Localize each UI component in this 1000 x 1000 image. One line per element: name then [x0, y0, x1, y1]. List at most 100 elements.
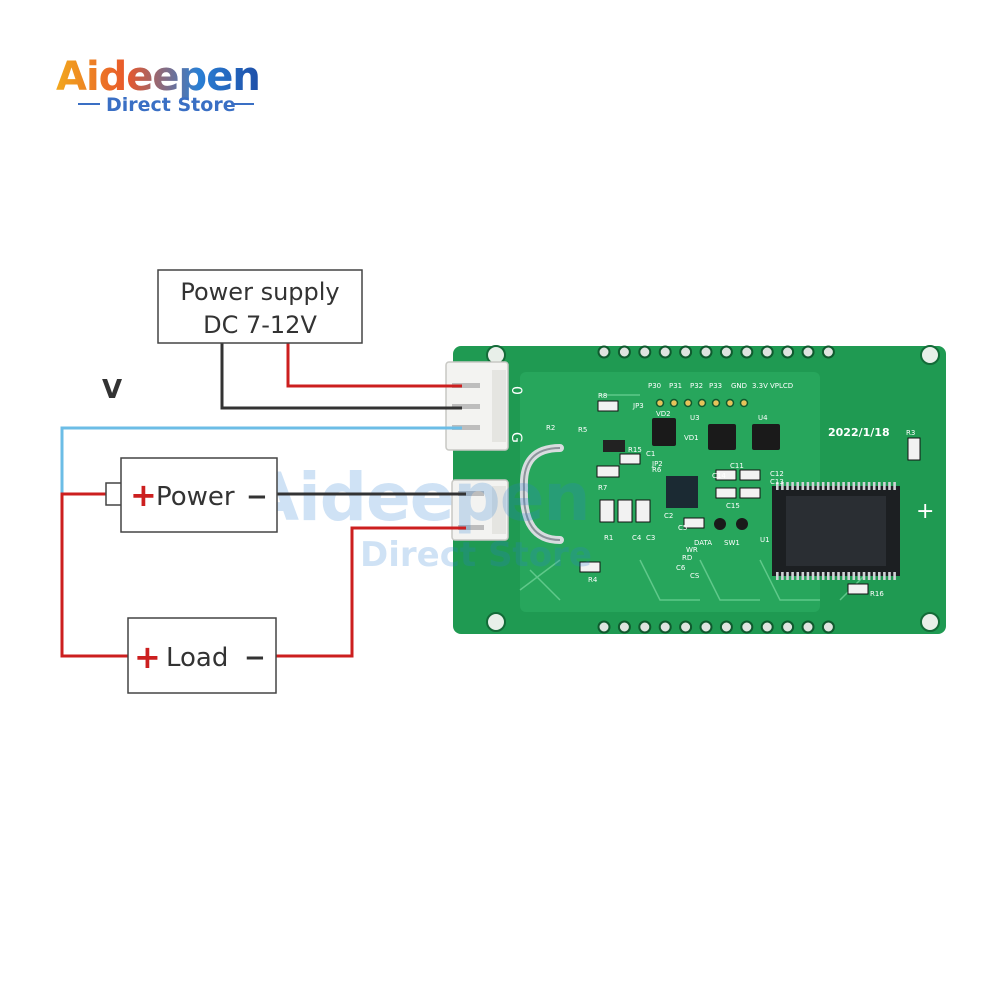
silkscreen-label: CS [690, 572, 700, 580]
silkscreen-label: C5 [678, 524, 687, 532]
header-pin [699, 345, 713, 359]
silkscreen-label: R2 [546, 424, 555, 432]
ic-pin [776, 482, 779, 490]
header-pin [638, 345, 652, 359]
header-pin [669, 398, 679, 408]
bottom-pin-header [597, 620, 835, 634]
ic-pin [878, 572, 881, 580]
logo-tagline: Direct Store [106, 94, 236, 116]
power-supply-box: Power supply DC 7-12V [157, 269, 363, 344]
power-minus-sign: − [246, 482, 268, 512]
wire-power-positive [60, 492, 128, 658]
silkscreen-label: R3 [906, 429, 915, 437]
header-pin [781, 620, 795, 634]
logo-brand: Aideepen [56, 54, 260, 100]
ic-pin [821, 482, 825, 490]
header-pin [658, 345, 672, 359]
silkscreen-label: P31 [669, 382, 682, 390]
silkscreen-label: R1 [604, 534, 613, 542]
ic-pin [872, 482, 876, 490]
wire-supply-negative [220, 343, 462, 410]
top-pin-header [597, 345, 835, 359]
ic-pin [883, 572, 886, 580]
ic-pin [878, 482, 881, 490]
power-supply-voltage: DC 7-12V [203, 311, 317, 339]
silkscreen-label: C3 [646, 534, 655, 542]
header-pin [683, 398, 693, 408]
power-connector [445, 361, 509, 451]
header-pin [801, 620, 815, 634]
header-pin [597, 345, 611, 359]
silkscreen-label: C12 [770, 470, 784, 478]
pcb-plus-mark: + [916, 499, 934, 524]
connector-mark: 0 [508, 386, 524, 395]
ic-pin [791, 482, 794, 490]
silkscreen-label: 3.3V [752, 382, 768, 390]
ic-pin [842, 482, 845, 490]
pcb-date-label: 2022/1/18 [828, 426, 890, 439]
silkscreen-label: R7 [598, 484, 607, 492]
silkscreen-label: VD2 [656, 410, 671, 418]
smd-components [579, 400, 921, 595]
header-pin [658, 620, 672, 634]
ic-pin [796, 482, 799, 490]
silkscreen-label: C1 [646, 450, 655, 458]
ic-pin [852, 482, 856, 490]
header-pin [760, 345, 774, 359]
store-logo: Aideepen Direct Store [56, 54, 261, 116]
silkscreen-label: P32 [690, 382, 703, 390]
ic-pin [847, 572, 850, 580]
wire-supply-positive [286, 343, 462, 388]
silkscreen-label: C4 [632, 534, 642, 542]
power-label: Power [156, 482, 235, 512]
silkscreen-label: P33 [709, 382, 722, 390]
header-pin [821, 345, 835, 359]
header-pin [697, 398, 707, 408]
silkscreen-label: U1 [760, 536, 770, 544]
mount-hole [920, 612, 940, 632]
silkscreen-label: U3 [690, 414, 700, 422]
wires [60, 343, 466, 658]
ic-pin [796, 572, 799, 580]
silkscreen-label: R4 [588, 576, 598, 584]
load-box: + Load − [127, 617, 277, 694]
ic-pin [837, 572, 840, 580]
silkscreen-label: DATA [694, 539, 712, 547]
ic-pin [801, 482, 805, 490]
header-pin [781, 345, 795, 359]
header-pin [719, 620, 733, 634]
ic-pin [806, 482, 810, 490]
silkscreen-label: R6 [652, 466, 662, 474]
ic-pin [888, 482, 891, 490]
header-pin [725, 398, 735, 408]
mount-hole [486, 612, 506, 632]
wire-load-negative [276, 526, 466, 658]
ic-pin [842, 572, 845, 580]
silkscreen-label: U4 [758, 414, 768, 422]
ic-pin [893, 572, 896, 580]
ic-pin [832, 572, 835, 580]
header-pin [638, 620, 652, 634]
header-pin [617, 345, 631, 359]
header-pin [740, 345, 754, 359]
silkscreen-label: R8 [598, 392, 607, 400]
silkscreen-label: RD [682, 554, 692, 562]
power-battery-box: + Power − [105, 457, 278, 533]
header-pin [699, 620, 713, 634]
silkscreen-label: VD1 [684, 434, 699, 442]
header-pin [597, 620, 611, 634]
silkscreen-label: R5 [578, 426, 587, 434]
ic-pin [893, 482, 896, 490]
mount-hole [920, 345, 940, 365]
silkscreen-label: P30 [648, 382, 661, 390]
main-ic-chip [772, 482, 900, 580]
ic-pin [837, 482, 840, 490]
header-pin [719, 345, 733, 359]
header-pin [655, 398, 665, 408]
ic-pin [811, 572, 815, 580]
header-pin [801, 345, 815, 359]
ic-pin [811, 482, 815, 490]
